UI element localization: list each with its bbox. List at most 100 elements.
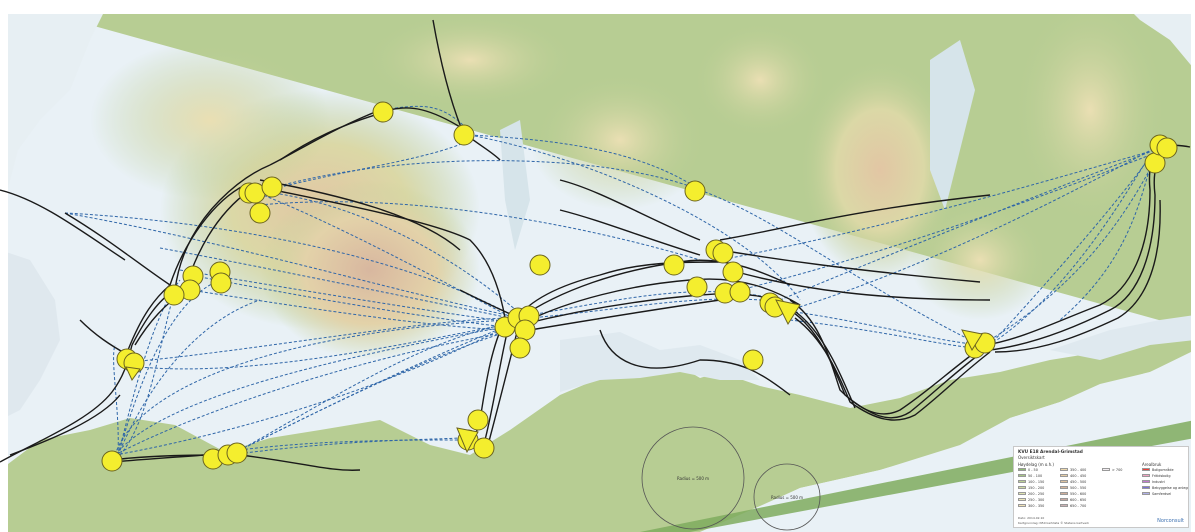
marker-triangle[interactable] [456,427,479,454]
legend-landuse-row: Industri [1142,480,1165,484]
marker[interactable] [467,409,489,431]
scale-circle-label: Radius = 500 m [771,495,803,500]
marker[interactable] [663,254,685,276]
legend-swatch [1018,498,1026,502]
legend-elevation-row: 500 - 550 [1060,486,1086,490]
legend-title: KVU E18 Arendal-Grimstad [1018,450,1083,455]
legend-elevation-row: 400 - 450 [1060,474,1086,478]
marker[interactable] [163,284,185,306]
legend-swatch [1060,504,1068,508]
legend-elevation-row: 300 - 350 [1018,504,1044,508]
legend-swatch [1018,468,1026,472]
marker[interactable] [372,101,394,123]
legend-row-label: 50 - 100 [1028,474,1043,478]
marker[interactable] [101,450,123,472]
legend-row-label: 150 - 200 [1028,486,1045,490]
marker[interactable] [712,242,734,264]
marker[interactable] [1156,137,1178,159]
legend-row-label: 100 - 150 [1028,480,1045,484]
legend-swatch [1142,468,1150,472]
scale-circles: Radius = 500 m Radius = 500 m [641,426,821,531]
legend-swatch [1060,480,1068,484]
legend-row-label: > 700 [1112,468,1123,472]
marker[interactable] [453,124,475,146]
marker[interactable] [684,180,706,202]
legend-row-label: Samferdsel [1152,492,1172,496]
legend-elevation-row: 600 - 650 [1060,498,1086,502]
legend-row-label: 450 - 500 [1070,480,1087,484]
marker-triangle[interactable] [775,299,801,326]
legend-row-label: Fritidsbolig [1152,474,1171,478]
legend-elevation-row: 550 - 600 [1060,492,1086,496]
scale-circle-label: Radius = 500 m [677,476,709,481]
legend-row-label: 250 - 300 [1028,498,1045,502]
legend-elevation-row: 0 - 50 [1018,468,1038,472]
legend-swatch [1142,474,1150,478]
legend-swatch [1018,504,1026,508]
map-legend: KVU E18 Arendal-Grimstad Oversiktskart H… [1013,446,1189,528]
legend-subtitle: Oversiktskart [1018,455,1045,460]
legend-swatch [1142,480,1150,484]
legend-elevation-row: 650 - 700 [1060,504,1086,508]
marker[interactable] [722,261,744,283]
legend-row-label: Boligområde [1152,468,1174,472]
legend-landuse-row: Boligområde [1142,468,1174,472]
legend-swatch [1060,486,1068,490]
legend-elevation-row: 350 - 400 [1060,468,1086,472]
legend-elevation-row: 200 - 250 [1018,492,1044,496]
legend-elevation-row: 150 - 200 [1018,486,1044,490]
legend-elevation-row: 250 - 300 [1018,498,1044,502]
markers[interactable] [101,101,1178,472]
legend-elevation-row: 450 - 500 [1060,480,1086,484]
legend-swatch [1060,468,1068,472]
legend-row-label: 650 - 700 [1070,504,1087,508]
legend-row-label: Bebyggelse og anlegg [1152,486,1189,490]
legend-footer-line: Dato: 2014.02.10 [1018,516,1045,520]
legend-swatch [1142,492,1150,496]
legend-row-label: 500 - 550 [1070,486,1087,490]
norconsult-logo: Norconsult [1157,518,1184,524]
marker[interactable] [210,272,232,294]
marker[interactable] [514,319,536,341]
legend-row-label: 550 - 600 [1070,492,1087,496]
legend-swatch [1018,486,1026,490]
legend-row-label: 200 - 250 [1028,492,1045,496]
marker[interactable] [261,176,283,198]
legend-landuse-heading: Arealbruk [1142,462,1162,467]
legend-row-label: 300 - 350 [1028,504,1045,508]
legend-elevation-row: 50 - 100 [1018,474,1042,478]
legend-swatch [1060,492,1068,496]
legend-landuse-row: Fritidsbolig [1142,474,1171,478]
marker[interactable] [742,349,764,371]
legend-elevation-row: > 700 [1102,468,1122,472]
marker-triangle[interactable] [125,366,141,381]
legend-row-label: 600 - 650 [1070,498,1087,502]
marker-triangle[interactable] [961,329,983,352]
legend-landuse-row: Samferdsel [1142,492,1171,496]
legend-row-label: 350 - 400 [1070,468,1087,472]
marker[interactable] [529,254,551,276]
legend-row-label: 0 - 50 [1028,468,1038,472]
legend-landuse-row: Bebyggelse og anlegg [1142,486,1189,490]
scale-circle [753,463,821,531]
marker[interactable] [226,442,248,464]
marker[interactable] [249,202,271,224]
legend-elevation-heading: Høydelag (m o.h.) [1018,462,1054,467]
legend-row-label: 400 - 450 [1070,474,1087,478]
legend-swatch [1018,492,1026,496]
marker[interactable] [686,276,708,298]
marker[interactable] [473,437,495,459]
legend-swatch [1060,498,1068,502]
legend-swatch [1142,486,1150,490]
legend-footer-line: Kartgrunnlag: N50 kartdata © Statens kar… [1018,521,1090,525]
marker[interactable] [509,337,531,359]
legend-elevation-row: 100 - 150 [1018,480,1044,484]
marker[interactable] [729,281,751,303]
legend-swatch [1102,468,1110,472]
legend-row-label: Industri [1152,480,1165,484]
legend-swatch [1018,474,1026,478]
legend-swatch [1060,474,1068,478]
